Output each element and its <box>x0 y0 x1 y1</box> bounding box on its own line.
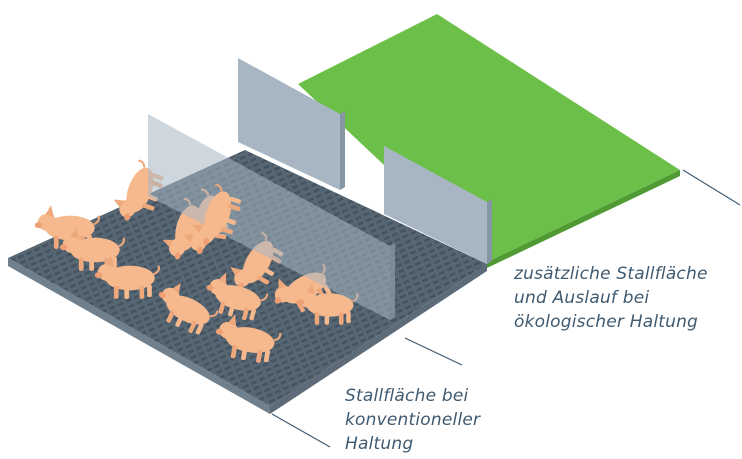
partition-back-right <box>384 146 487 264</box>
partition-back-left-edge <box>340 111 345 190</box>
leader-line-conventional-mid <box>404 337 463 366</box>
label-conventional-housing: Stallfläche bei konventioneller Haltung <box>345 384 480 456</box>
label-line: Stallfläche bei <box>345 386 469 406</box>
partition-front <box>148 114 390 320</box>
partition-front-edge <box>390 243 395 320</box>
slatted-floor-edge-right <box>270 264 487 414</box>
label-line: und Auslauf bei <box>514 288 650 308</box>
green-outdoor-area <box>298 14 680 262</box>
label-line: Haltung <box>345 434 414 454</box>
partition-back-right-edge <box>487 199 492 264</box>
label-organic-housing: zusätzliche Stallfläche und Auslauf bei … <box>514 262 708 334</box>
label-line: konventioneller <box>345 410 481 430</box>
partition-back-left <box>238 58 340 190</box>
label-line: zusätzliche Stallfläche <box>514 264 708 284</box>
slatted-floor-edge-left <box>8 258 270 414</box>
leader-line-organic <box>682 169 741 206</box>
label-line: ökologischer Haltung <box>514 312 699 332</box>
green-area-edge <box>487 170 680 268</box>
leader-line-conventional <box>271 413 331 448</box>
